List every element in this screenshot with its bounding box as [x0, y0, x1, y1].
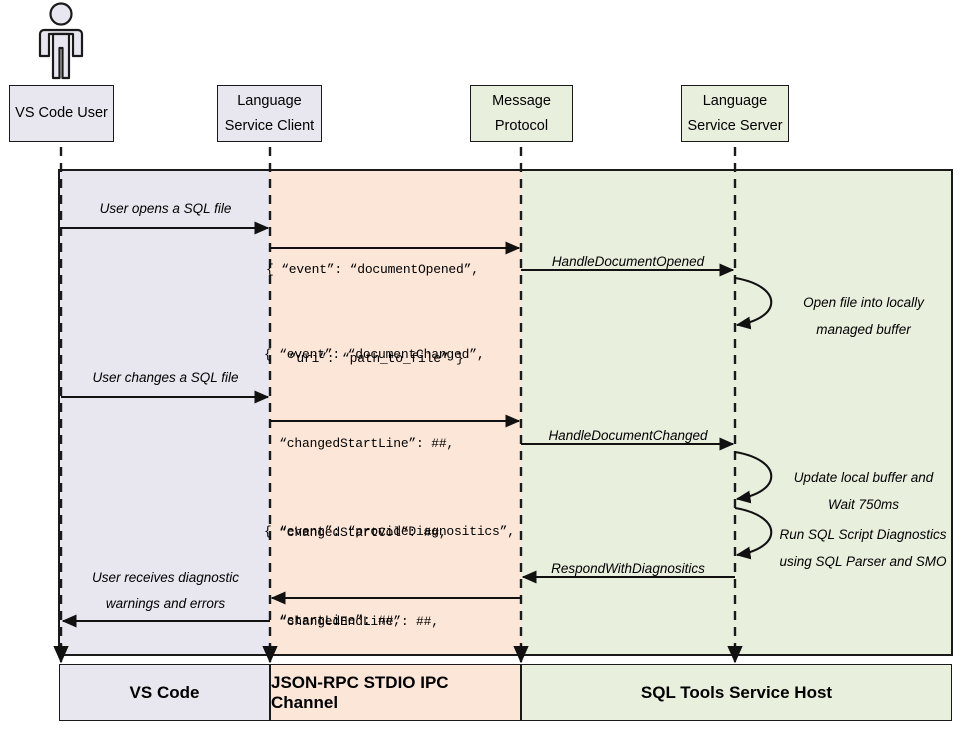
- footer-lane-json-rpc-label: JSON-RPC STDIO IPC Channel: [271, 672, 449, 712]
- message-label-user-receives-diagnostics-line-1: warnings and errors: [105, 596, 226, 612]
- participant-message-protocol-line-0: Message: [492, 92, 551, 109]
- participant-language-service-client[interactable]: Language Service Client: [217, 85, 322, 142]
- message-label-user-opens-file-line-0: User opens a SQL file: [99, 201, 232, 216]
- note-update-buffer-wait-line-1: Wait 750ms: [827, 497, 900, 512]
- payload-document-opened-line-1: “uri”: “path_to_file” }: [266, 351, 464, 367]
- band-json-rpc: [270, 170, 521, 655]
- band-sql-tools-host: [521, 170, 952, 655]
- participant-language-service-server[interactable]: Language Service Server: [681, 85, 789, 142]
- note-run-sql-diagnostics: Run SQL Script Diagnostics using SQL Par…: [767, 521, 959, 575]
- message-label-handle-document-opened-text: HandleDocumentOpened: [551, 254, 705, 269]
- message-label-handle-document-changed: HandleDocumentChanged: [521, 423, 735, 449]
- note-open-file-into-buffer-line-0: Open file into locally: [803, 295, 924, 310]
- payload-provide-diagnostics-line-0: { “event”: “provideDiagnositics”,: [264, 524, 515, 540]
- payload-document-opened-line-0: { “event”: “documentOpened”,: [266, 262, 479, 278]
- participant-language-service-server-line-1: Service Server: [687, 117, 783, 134]
- message-label-user-changes-file-line-0: User changes a SQL file: [92, 370, 239, 385]
- message-label-respond-with-diagnostics-text: RespondWithDiagnositics: [551, 561, 705, 576]
- note-update-buffer-wait: Update local buffer and Wait 750ms: [771, 464, 956, 518]
- footer-lane-vs-code-label: VS Code: [129, 682, 200, 702]
- participant-vs-code-user[interactable]: VS Code User: [9, 85, 114, 142]
- payload-provide-diagnostics-line-1: “startLine”: ##,: [264, 613, 401, 629]
- message-label-respond-with-diagnostics: RespondWithDiagnositics: [521, 556, 735, 582]
- payload-document-changed-line-1: “changedStartLine”: ##,: [264, 436, 455, 452]
- payload-document-changed-line-0: { “event”: “documentChanged”,: [264, 347, 485, 363]
- footer-lane-sql-tools-host[interactable]: SQL Tools Service Host: [521, 664, 952, 721]
- message-label-handle-document-changed-text: HandleDocumentChanged: [548, 428, 708, 443]
- stick-figure-actor: [38, 2, 84, 80]
- participant-vs-code-user-line-0: VS Code User: [15, 105, 108, 122]
- note-update-buffer-wait-line-0: Update local buffer and: [793, 470, 934, 485]
- band-outline: [58, 169, 953, 656]
- participant-language-service-client-line-0: Language: [237, 92, 302, 109]
- participant-message-protocol-line-1: Protocol: [494, 117, 549, 134]
- message-label-user-opens-file: User opens a SQL file: [61, 196, 270, 222]
- participant-language-service-server-line-0: Language: [702, 92, 768, 109]
- self-loop-run-diagnostics: [734, 506, 773, 560]
- message-label-user-changes-file: User changes a SQL file: [61, 365, 270, 391]
- message-label-handle-document-opened: HandleDocumentOpened: [521, 249, 735, 275]
- note-open-file-into-buffer: Open file into locally managed buffer: [771, 289, 956, 343]
- message-label-user-receives-diagnostics-line-0: User receives diagnostic: [91, 570, 240, 585]
- note-run-sql-diagnostics-line-1: using SQL Parser and SMO: [779, 554, 947, 569]
- note-open-file-into-buffer-line-1: managed buffer: [816, 322, 911, 337]
- footer-lane-sql-tools-host-label: SQL Tools Service Host: [640, 682, 833, 702]
- band-vs-code: [59, 170, 270, 655]
- participant-message-protocol[interactable]: Message Protocol: [470, 85, 573, 142]
- payload-document-changed-line-3: “changedEndLine”: ##,: [264, 613, 439, 629]
- payload-document-changed-line-2: “changedStartCol”: ##,: [264, 525, 447, 540]
- payload-document-opened: { “event”: “documentOpened”, “uri”: “pat…: [266, 196, 479, 433]
- self-loop-open-file: [734, 276, 773, 330]
- footer-lane-json-rpc[interactable]: JSON-RPC STDIO IPC Channel: [270, 664, 521, 721]
- footer-lane-vs-code[interactable]: VS Code: [59, 664, 270, 721]
- message-label-user-receives-diagnostics: User receives diagnostic warnings and er…: [61, 565, 270, 618]
- note-run-sql-diagnostics-line-0: Run SQL Script Diagnostics: [779, 527, 947, 542]
- participant-language-service-client-line-1: Service Client: [224, 117, 315, 134]
- self-loop-update-buffer: [734, 450, 773, 504]
